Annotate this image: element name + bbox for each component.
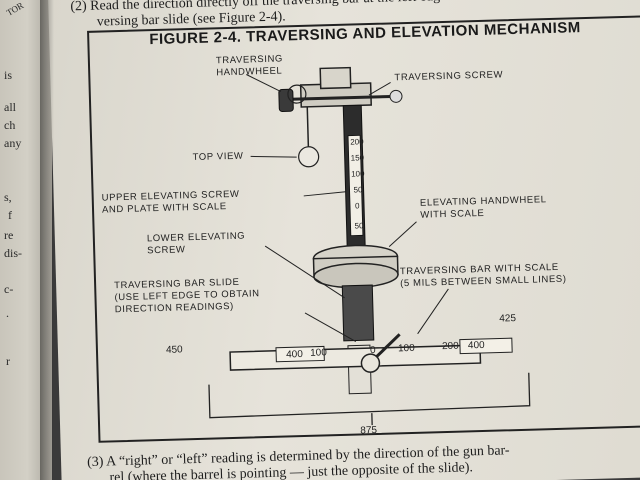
top-view-circle-lower	[298, 146, 320, 168]
bar-scale-label: 200	[442, 341, 459, 352]
dimension-left: 450	[166, 344, 183, 355]
left-page-fragment: .	[6, 306, 9, 320]
bar-scale-label: 400	[286, 349, 303, 360]
lower-elevating-screw	[341, 284, 375, 342]
left-page-fragment: is	[4, 68, 13, 82]
traversing-handwheel	[278, 88, 294, 113]
right-page: (2) Read the direction directly off the …	[48, 0, 640, 480]
bar-scale-label: 400	[468, 340, 485, 351]
leader-slide	[304, 312, 357, 342]
yoke-top	[319, 66, 352, 90]
left-page: is all ch any s, f re dis- c- . r TOR	[0, 0, 52, 480]
left-page-fragment: f	[8, 208, 12, 222]
label-traversing-bar-scale: TRAVERSING BAR WITH SCALE (5 MILS BETWEE…	[399, 261, 567, 290]
book-gutter-shadow	[40, 0, 54, 480]
label-upper-elevating-screw: UPPER ELEVATING SCREW AND PLATE WITH SCA…	[101, 188, 240, 216]
bar-scale-label: 0	[370, 345, 376, 356]
screw-scale-label: 50	[354, 221, 364, 230]
screw-scale-label: 200	[350, 137, 364, 146]
left-page-fragment: re	[4, 228, 14, 242]
left-page-fragment: all	[4, 100, 16, 114]
left-page-fragment: r	[6, 354, 10, 368]
screw-end-cap	[389, 89, 403, 103]
screw-scale-label: 150	[351, 153, 365, 162]
dimension-bracket	[208, 372, 531, 419]
bar-scale-block-right	[459, 337, 513, 355]
leader-elevating-handwheel	[388, 221, 417, 247]
label-lower-elevating-screw: LOWER ELEVATING SCREW	[146, 230, 246, 257]
top-view-circle	[287, 84, 307, 104]
leader-traversing-handwheel	[246, 74, 282, 92]
bar-scale-label: 100	[398, 343, 415, 354]
left-page-corner: TOR	[4, 0, 26, 18]
label-traversing-bar-slide: TRAVERSING BAR SLIDE (USE LEFT EDGE TO O…	[114, 276, 260, 316]
screw-scale-label: 0	[355, 201, 360, 210]
label-traversing-handwheel: TRAVERSING HANDWHEEL	[215, 53, 284, 79]
leader-lower-screw	[264, 245, 345, 299]
dimension-total: 875	[360, 425, 377, 436]
dimension-right: 425	[499, 313, 516, 324]
label-top-view: TOP VIEW	[192, 150, 244, 164]
label-elevating-handwheel: ELEVATING HANDWHEEL WITH SCALE	[419, 194, 547, 221]
traversing-screw	[285, 94, 392, 101]
left-page-fragment: s,	[4, 190, 12, 204]
leader-bar-scale	[417, 288, 449, 335]
slide-lever	[375, 333, 401, 359]
mechanism-drawing: 200 150 100 50 0 50 400 100 0 100 200 40…	[166, 66, 531, 436]
elevating-scale-plate	[347, 134, 364, 237]
left-page-fragment: c-	[4, 282, 14, 296]
left-page-fragment: ch	[4, 118, 16, 132]
leader-traversing-screw	[368, 82, 391, 96]
bar-scale-block-left	[275, 345, 325, 363]
leader-top-view	[250, 155, 297, 158]
top-view-stem	[306, 106, 310, 147]
screw-scale-label: 50	[353, 185, 363, 194]
slide-knob	[360, 353, 381, 373]
bar-scale-label: 100	[310, 347, 327, 358]
left-page-fragment: any	[4, 136, 22, 150]
screw-scale-label: 100	[351, 169, 365, 178]
left-page-fragment: dis-	[4, 246, 22, 260]
leader-upper-screw	[303, 191, 346, 197]
